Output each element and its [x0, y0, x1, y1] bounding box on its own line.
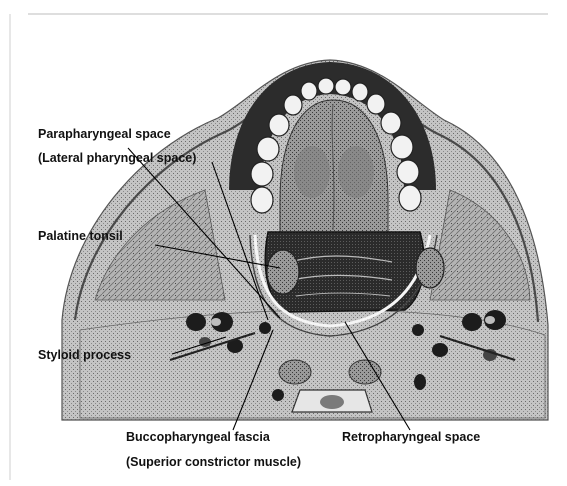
- label-superior-constrictor-muscle: (Superior constrictor muscle): [126, 455, 301, 469]
- label-lateral-pharyngeal-space: (Lateral pharyngeal space): [38, 151, 196, 165]
- label-styloid-process: Styloid process: [38, 348, 131, 362]
- label-parapharyngeal-space: Parapharyngeal space: [38, 127, 171, 141]
- label-buccopharyngeal-fascia: Buccopharyngeal fascia: [126, 430, 271, 444]
- label-palatine-tonsil: Palatine tonsil: [38, 229, 123, 243]
- label-retropharyngeal-space: Retropharyngeal space: [342, 430, 480, 444]
